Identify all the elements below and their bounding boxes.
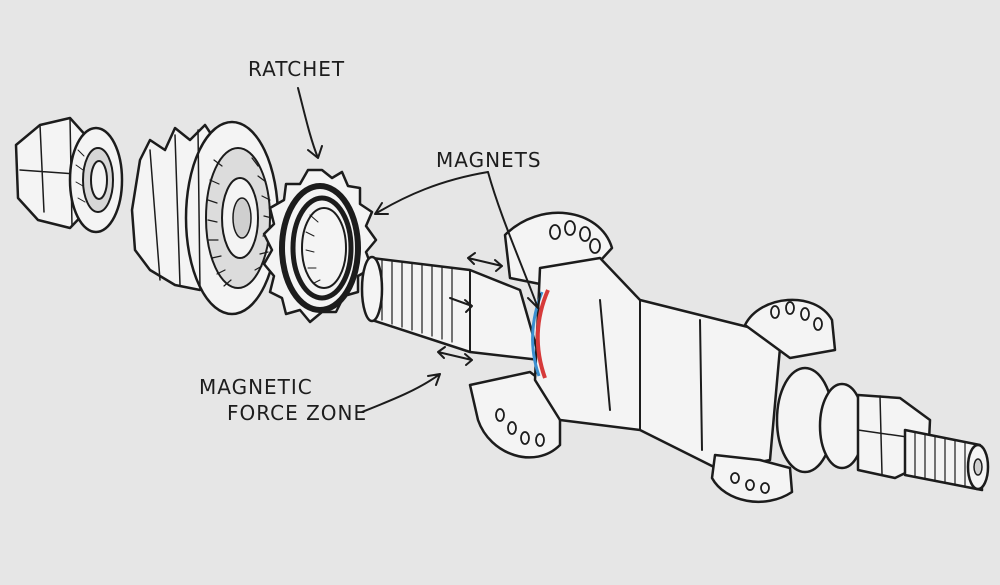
axle-nut-left — [14, 116, 124, 234]
force-arrow-middle — [449, 297, 473, 313]
force-arrow-bottom — [437, 346, 473, 366]
magnets-callout-arrow-left — [374, 171, 489, 215]
force-arrows — [437, 252, 503, 366]
sprocket-driver — [130, 120, 280, 316]
magnets-callout-arrow-right — [487, 171, 541, 309]
magnets-label: MAGNETS — [436, 148, 542, 172]
ratchet-callout-arrow — [297, 87, 323, 159]
ratchet-magnet-red — [279, 183, 361, 313]
axle — [360, 255, 542, 362]
hub-shell — [468, 211, 837, 504]
force-zone-label: FORCE ZONE — [227, 401, 368, 425]
force-arrow-top — [467, 252, 503, 272]
hub-magnet-red — [535, 289, 550, 379]
ratchet-label: RATCHET — [248, 57, 346, 81]
callout-arrows — [297, 87, 541, 413]
axle-nut-right — [775, 366, 990, 492]
force-zone-callout-arrow — [361, 373, 441, 413]
ratchet-magnet-blue — [290, 195, 354, 301]
magnetic-label: MAGNETIC — [199, 375, 313, 399]
ratchet-ring — [262, 168, 378, 324]
